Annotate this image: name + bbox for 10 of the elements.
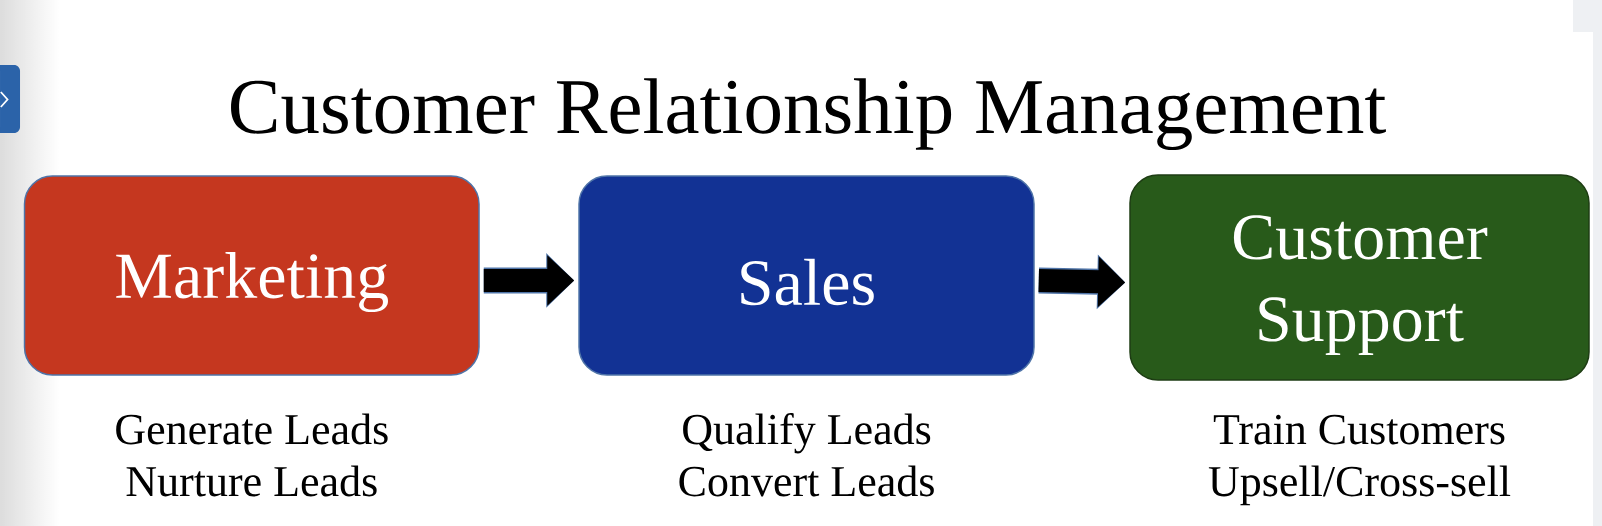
title: Customer Relationship Management [231, 78, 1386, 151]
node-label: Generate Leads [116, 413, 388, 445]
node-label: Convert Leads [679, 465, 934, 497]
process-box: Customer Support [1129, 174, 1590, 381]
process-box: Sales [578, 175, 1035, 376]
node-label: Nurture Leads [126, 465, 377, 497]
process-box: Marketing [23, 175, 480, 376]
node-label: Qualify Leads [683, 413, 931, 454]
node-label: Upsell/Cross-sell [1208, 465, 1511, 506]
node-label: Train Customers [1213, 414, 1505, 445]
